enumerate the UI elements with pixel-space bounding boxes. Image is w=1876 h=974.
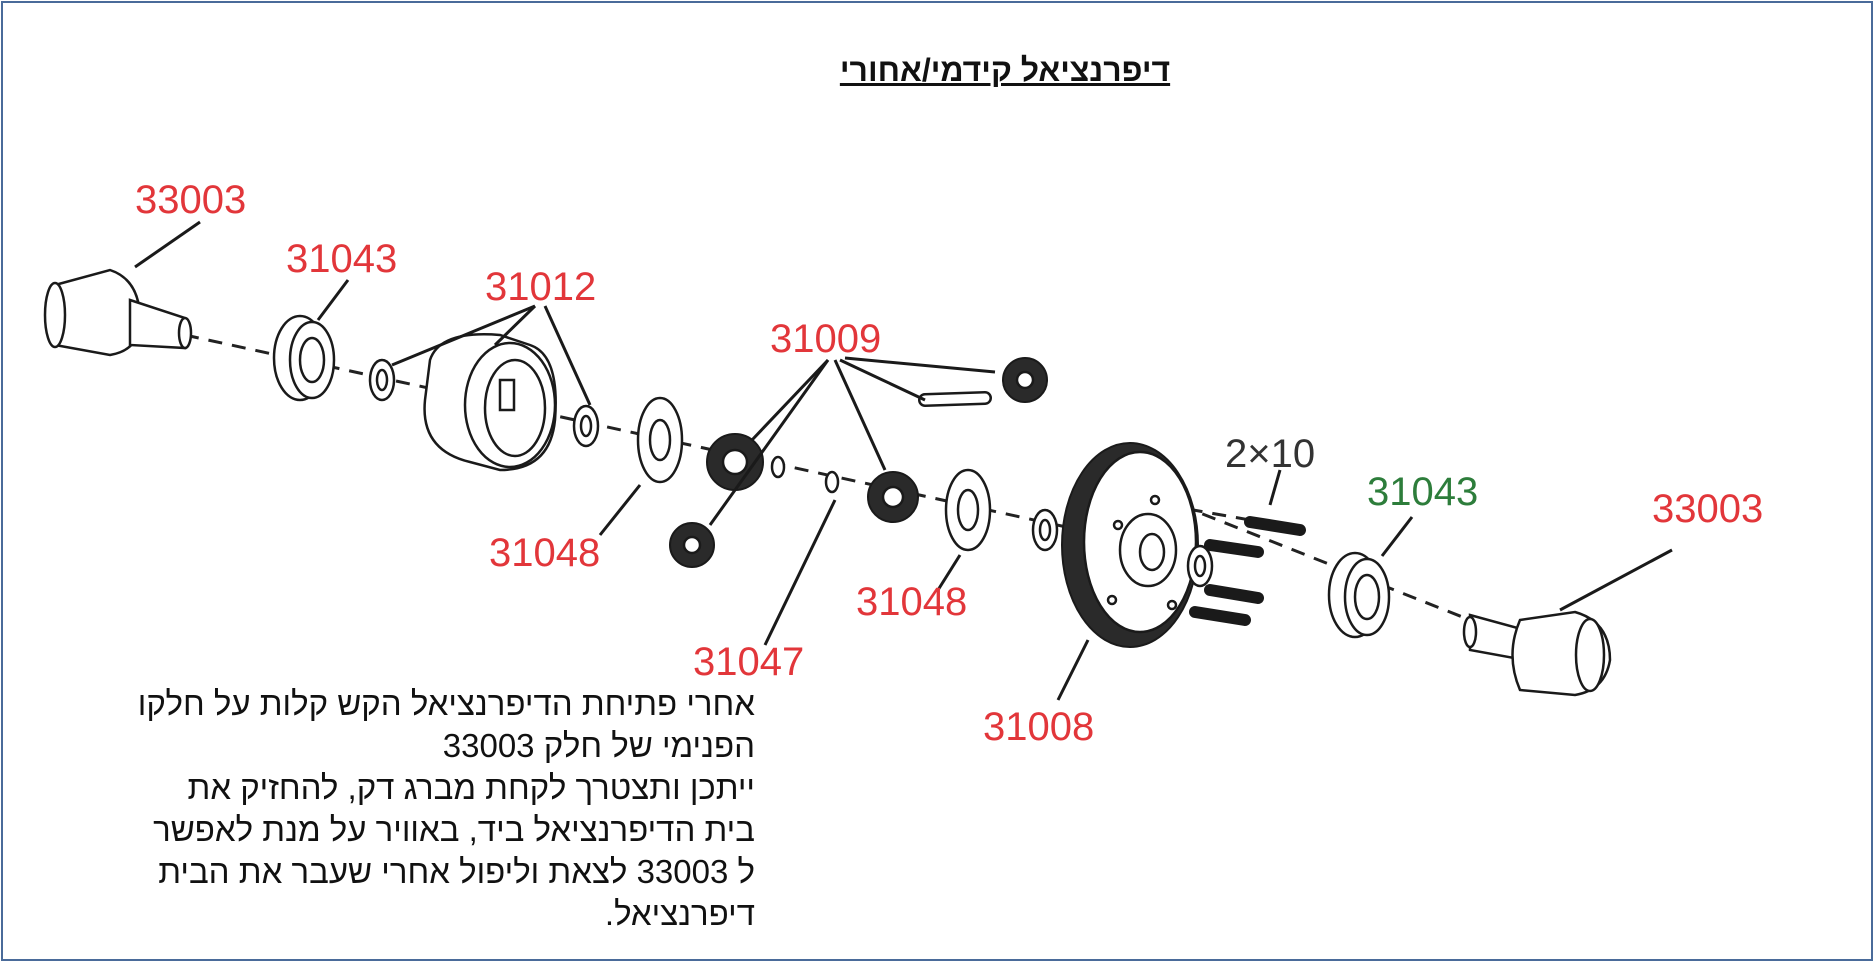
note-line: בית הדיפרנציאל ביד, באוויר על מנת לאפשר [153,811,755,848]
leader-case-3 [543,305,592,406]
leader-washer-left [598,484,642,536]
label-outdrive-right: 33003 [1652,487,1763,531]
label-ring-gear: 31008 [983,705,1094,749]
label-clip: 31047 [693,640,804,684]
diagram-title: דיפרנציאל קידמי/אחורי [839,52,1171,88]
bevel-gear-right-part [867,471,919,523]
outdrive-right-part [1462,610,1612,697]
label-case-shims: 31012 [485,265,596,309]
leader-bearing-right [1380,516,1414,557]
ring-gear-part [1061,442,1199,648]
label-gears: 31009 [770,317,881,361]
spider-gear-part [669,522,715,568]
outdrive-left-part [43,268,193,357]
clip-part [770,455,786,479]
clip-part-2 [824,470,840,494]
bearing-left-part [272,314,336,402]
shim-left-hole [375,368,389,392]
shim-small-hole [1038,518,1052,542]
shim-right-hole [579,414,593,438]
label-bearing-right: 31043 [1367,470,1478,514]
leader-gears-3 [833,359,887,471]
note-line: הפנימי של חלק 33003 [442,727,755,764]
note-line: ל 33003 לצאת וליפול אחרי שעבר את הבית [158,853,755,890]
washer-left-hole [648,418,672,462]
leader-outdrive-left [134,220,201,269]
label-washer-left: 31048 [489,531,600,575]
leader-gears-5 [844,356,996,374]
note-line: אחרי פתיחת הדיפרנציאל הקש קלות על חלקו [137,685,755,722]
leader-gears-4 [839,358,926,402]
bearing-right-part [1327,551,1391,639]
leader-screws [1268,469,1282,506]
washer-right-hole [956,488,980,532]
leader-case-1 [391,304,536,367]
leader-outdrive-right [1559,548,1673,612]
label-outdrive-left: 33003 [135,178,246,222]
label-bearing-left: 31043 [286,237,397,281]
notes-text: אחרי פתיחת הדיפרנציאל הקש קלות על חלקו ה… [90,683,755,935]
label-screws: 2×10 [1225,432,1315,476]
spider-gear-top-part [1002,357,1048,403]
screws-part [1189,516,1306,626]
leader-bearing-left [316,279,350,321]
leader-clip [763,499,837,646]
leader-gears-2 [708,359,830,526]
leader-ring-gear [1056,639,1090,701]
note-line: דיפרנציאל. [604,895,755,932]
leader-gears-1 [750,358,830,442]
diff-case-part [423,333,557,472]
pin-part-fill [920,393,990,405]
axis-line-right [1179,503,1471,622]
label-washer-right: 31048 [856,580,967,624]
shim-ring-hole [1193,554,1207,578]
leader-washer-right [936,554,962,591]
leader-case-2 [493,304,537,347]
note-line: ייתכן ותצטרך לקחת מברג דק, להחזיק את [187,769,755,806]
